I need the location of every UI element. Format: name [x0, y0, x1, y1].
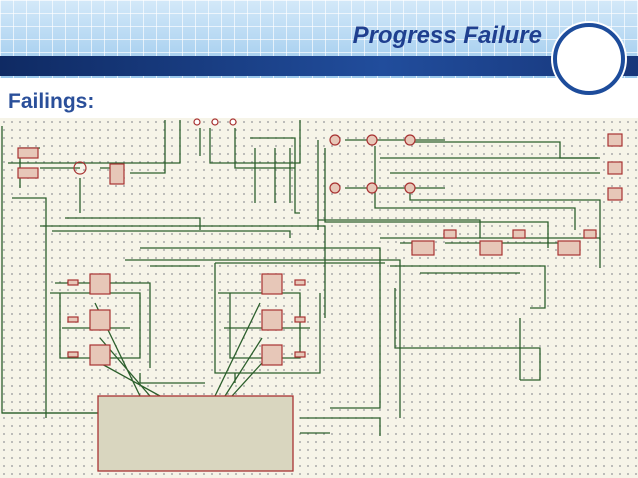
transistor — [329, 134, 341, 146]
schematic-drawing — [1, 118, 623, 472]
microcontroller-panel — [97, 395, 294, 472]
resistor — [294, 279, 306, 286]
relay — [261, 273, 283, 295]
relay — [89, 273, 111, 295]
header-bar — [0, 56, 638, 76]
terminal — [193, 118, 201, 126]
header-banner — [0, 0, 638, 78]
ic-chip — [479, 240, 503, 256]
relay — [89, 309, 111, 331]
connector — [607, 161, 623, 175]
circuit-schematic — [0, 118, 638, 478]
terminal — [211, 118, 219, 126]
bridge-rectifier — [73, 161, 87, 175]
wires — [1, 120, 601, 436]
terminal — [229, 118, 237, 126]
transistor — [329, 182, 341, 194]
relay — [261, 309, 283, 331]
resistor — [17, 147, 39, 159]
components — [17, 118, 623, 366]
transistor — [404, 134, 416, 146]
resistor — [67, 351, 79, 358]
relay — [583, 229, 597, 239]
slide-subtitle: Failings: — [8, 90, 95, 113]
resistor — [294, 316, 306, 323]
resistor — [17, 167, 39, 179]
transistor — [366, 182, 378, 194]
resistor — [67, 279, 79, 286]
resistor — [67, 316, 79, 323]
relay — [261, 344, 283, 366]
relay — [512, 229, 526, 239]
relay — [443, 229, 457, 239]
ic-chip — [557, 240, 581, 256]
connector — [607, 133, 623, 147]
connector — [607, 187, 623, 201]
ic-chip — [411, 240, 435, 256]
transistor — [366, 134, 378, 146]
slide-title: Progress Failure — [352, 22, 542, 49]
resistor — [294, 351, 306, 358]
logo-circle — [553, 23, 625, 95]
relay — [89, 344, 111, 366]
transformer — [109, 163, 125, 185]
transistor — [404, 182, 416, 194]
